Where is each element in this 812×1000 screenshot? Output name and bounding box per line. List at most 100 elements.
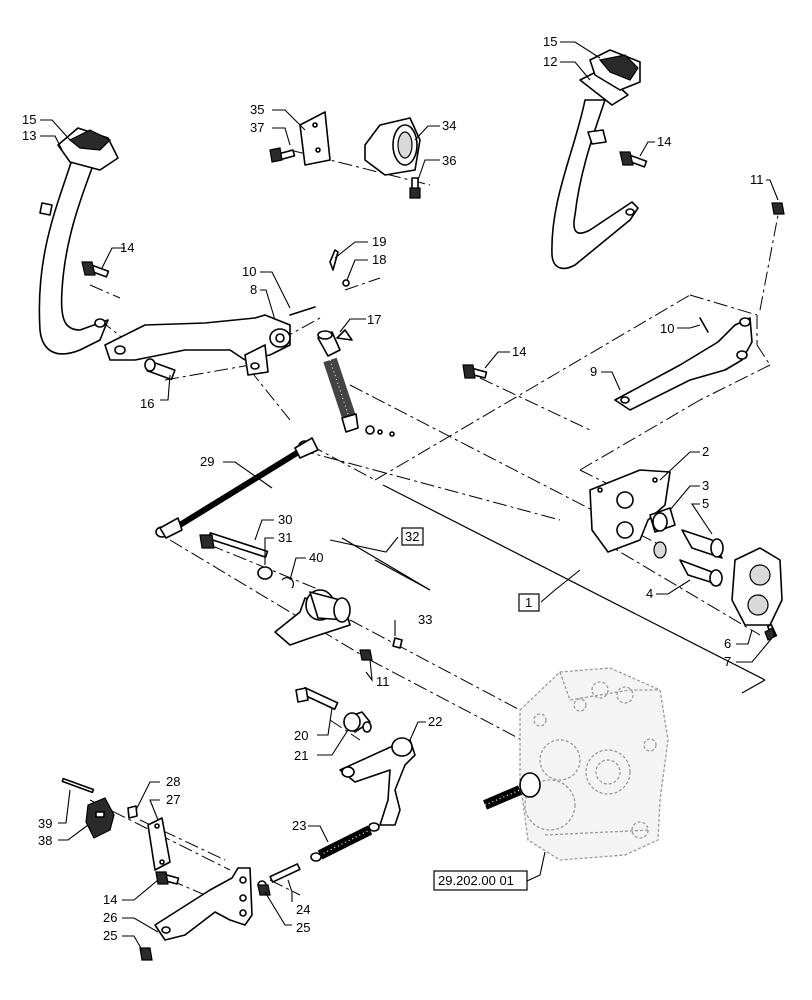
callout-14: 14 [512,344,526,359]
input-shaft [483,772,541,810]
clip [329,249,339,271]
callout-21: 21 [294,748,308,763]
callout-37: 37 [250,120,264,135]
callout-39: 39 [38,816,52,831]
screw-28 [127,805,138,819]
bolt-36 [409,177,421,199]
bolt [155,871,180,885]
key [392,637,403,649]
callout-30: 30 [278,512,292,527]
right-pedal [551,49,641,270]
callout-1: 1 [525,595,532,610]
switch-38 [85,797,115,839]
bolt [619,151,648,168]
callout-27: 27 [166,792,180,807]
retaining-ring [281,577,294,589]
callout-28: 28 [166,774,180,789]
callout-14: 14 [120,240,134,255]
bushing-34 [364,117,421,176]
callout-15: 15 [22,112,36,127]
callout-10: 10 [660,321,674,336]
boxed-callout-32: 32 [401,527,424,546]
callout-5: 5 [702,496,709,511]
callout-25: 25 [296,920,310,935]
lever-26 [154,867,253,941]
callout-6: 6 [724,636,731,651]
bolt-20 [295,686,339,711]
callout-2: 2 [702,444,709,459]
lever-arm-33 [274,589,351,646]
callout-7: 7 [724,654,731,669]
callout-8: 8 [250,282,257,297]
bushing [653,541,667,559]
nut [139,947,153,961]
callout-3: 3 [702,478,709,493]
callout-11: 11 [750,172,764,187]
callout-labels: 15 13 14 10 8 16 19 18 17 35 37 34 36 15… [22,34,764,943]
callout-18: 18 [372,252,386,267]
lever-9 [614,317,753,411]
callout-26: 26 [103,910,117,925]
screw-7 [764,623,778,641]
callout-13: 13 [22,128,36,143]
shaft-4 [679,559,723,587]
callout-12: 12 [543,54,557,69]
callout-16: 16 [140,396,154,411]
callout-35: 35 [250,102,264,117]
bolt-30 [199,532,269,558]
rod-29 [155,437,319,539]
washer [342,279,350,287]
callout-4: 4 [646,586,653,601]
callout-15: 15 [543,34,557,49]
callout-34: 34 [442,118,456,133]
callout-25: 25 [103,928,117,943]
bushing-21 [343,711,372,733]
callout-36: 36 [442,153,456,168]
bolt-37 [269,147,296,163]
plate-2 [589,469,671,553]
lever-22 [339,737,416,826]
transmission-housing [519,667,669,861]
mounting-outline [341,484,766,694]
callout-14: 14 [103,892,117,907]
spring-23 [310,822,380,862]
callout-9: 9 [590,364,597,379]
callout-14: 14 [657,134,671,149]
center-lines [89,149,779,911]
bracket-27 [147,817,171,871]
callout-10: 10 [242,264,256,279]
callout-32: 32 [405,529,419,544]
pivot-bolt [144,358,176,381]
leader-lines [40,41,779,951]
bolt [462,364,488,379]
bracket-35 [299,111,331,166]
callout-38: 38 [38,833,52,848]
callout-33: 33 [418,612,432,627]
callout-23: 23 [292,818,306,833]
boxed-callout-1: 1 [518,593,540,612]
roll-pin [699,317,709,333]
nut [359,649,373,661]
callout-29: 29 [200,454,214,469]
shaft-5 [681,529,724,559]
reference-label: 29.202.00 01 [438,873,514,888]
nut [771,202,785,215]
callout-19: 19 [372,234,386,249]
washer-31 [257,566,273,580]
damper-spring [317,329,359,433]
screw-39 [61,777,95,794]
callout-17: 17 [367,312,381,327]
bushing-3 [649,507,676,533]
callout-11: 11 [376,674,390,689]
left-pedal [38,127,119,355]
callout-22: 22 [428,714,442,729]
nut [257,884,271,896]
bolt [81,261,110,278]
callout-40: 40 [309,550,323,565]
callout-20: 20 [294,728,308,743]
reference-box: 29.202.00 01 [433,870,528,891]
pedal-shaft [104,314,291,376]
callout-24: 24 [296,902,310,917]
